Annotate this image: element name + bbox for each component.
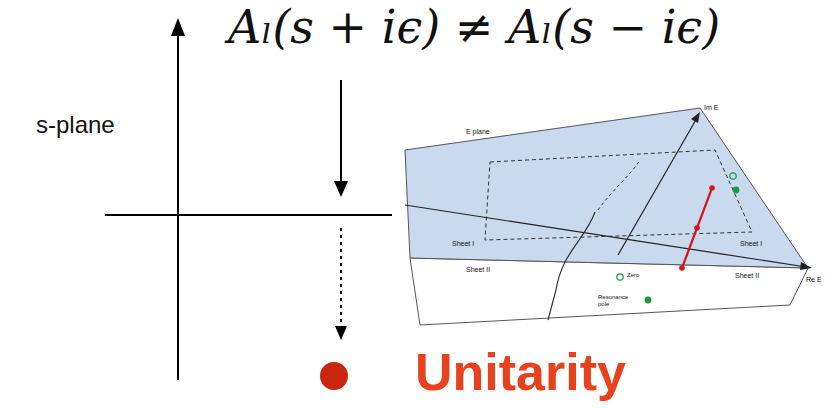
sheet-label: Sheet I (452, 240, 474, 248)
point-label: Resonance pole (598, 294, 638, 307)
axis-label: Re E (806, 276, 822, 284)
riemann-sheets (405, 108, 812, 325)
plane-label: s-plane (36, 112, 115, 138)
arrowhead (335, 326, 347, 340)
sheet-label: Sheet I (740, 240, 762, 248)
axis-label: Im E (704, 104, 718, 112)
approach-arrow (340, 80, 342, 182)
sheet-label: Sheet II (466, 266, 490, 274)
continuation-arrow (340, 228, 342, 327)
formula: Aₗ(s + iϵ) ≠ Aₗ(s − iϵ) (228, 2, 720, 53)
sheet-annotation: E plane (466, 128, 490, 136)
pole-dot (320, 362, 348, 390)
sheet-label: Sheet II (735, 272, 759, 280)
point-label: Zero (627, 272, 639, 279)
real-axis (105, 214, 392, 216)
imaginary-axis (177, 34, 179, 380)
unitarity-label: Unitarity (415, 344, 626, 401)
axis-arrowhead (171, 18, 185, 36)
arrowhead (334, 181, 348, 197)
